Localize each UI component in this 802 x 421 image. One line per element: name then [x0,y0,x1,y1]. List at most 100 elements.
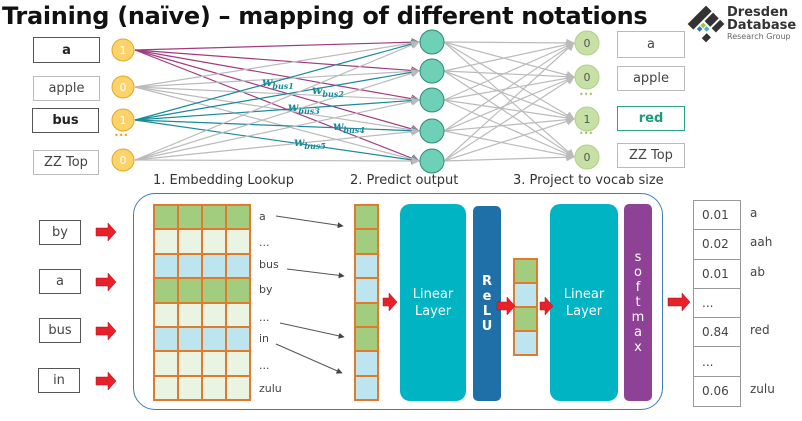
vector-cell [355,302,378,327]
vector-cell [355,253,378,279]
probability-cell: ... [694,347,740,377]
step-label: 2. Predict output [350,173,459,188]
output-word-box-target: red [617,106,685,131]
vocab-word: aah [750,235,773,250]
matrix-cell [178,375,202,400]
input-node-value: 0 [120,154,127,167]
flow-arrow-icon [95,321,117,341]
hidden-output-edge [443,76,575,132]
layer-letter: m [631,310,645,325]
matrix-cell [226,326,250,352]
output-node-value: 0 [584,37,591,50]
vector-cell [514,283,537,307]
matrix-cell [178,253,202,279]
matrix-cell [226,229,250,254]
input-hidden-edge [134,68,420,121]
embedding-label: ... [259,359,270,372]
matrix-cell [202,205,226,230]
matrix-cell [178,229,202,254]
input-word-box: apple [33,76,100,101]
step-label: 3. Project to vocab size [513,173,664,188]
output-node [574,64,600,90]
flow-arrow-icon [496,296,516,316]
lookup-arrow [279,322,345,339]
matrix-cell [226,351,250,376]
output-ellipsis: ••• [579,129,594,138]
hidden-node [419,148,445,174]
flow-arrow-icon [539,296,554,316]
input-hidden-edge [134,49,420,103]
vocab-word: zulu [750,381,775,396]
hidden-output-edge [443,70,575,81]
layer-label: Layer [565,303,603,319]
vector-cell [355,326,378,352]
context-word-box: a [39,269,81,294]
input-hidden-edge [134,41,420,161]
probability-cell: ... [694,289,740,319]
matrix-cell [178,351,202,376]
layer-letter: L [482,303,492,319]
input-hidden-edge [134,127,420,161]
embedding-label: ... [259,311,270,324]
vector-cell [514,259,537,283]
logo-icon [687,5,725,43]
hidden-output-edge [443,42,575,162]
input-node-value: 1 [120,114,127,127]
layer-letter: t [635,295,641,310]
embedding-matrix [153,204,251,401]
flow-arrow-icon [95,272,117,292]
flow-arrow-icon [95,371,117,391]
probability-cell: 0.01 [694,201,740,231]
input-node-value: 0 [120,81,127,94]
hidden-output-edge [443,41,575,80]
output-word-box: apple [617,66,685,91]
input-hidden-edge [134,119,420,135]
vocab-word: ab [750,264,765,279]
input-node [111,108,135,132]
logo-text: Database [727,18,797,33]
input-hidden-edge [134,49,420,163]
layer-letter: f [635,280,641,295]
flow-arrow-icon [382,292,398,312]
input-hidden-edge [134,119,420,165]
lookup-arrow [286,268,345,279]
vector-cell [514,331,537,355]
model-frame [133,193,663,410]
hidden-node [419,118,445,144]
matrix-cell [226,302,250,327]
matrix-cell [226,375,250,400]
probability-cell: 0.01 [694,260,740,289]
hidden-output-edge [443,42,575,101]
vector-cell [355,375,378,400]
hidden-output-edge [443,41,575,120]
input-hidden-edge [134,38,420,51]
vector-cell [355,351,378,376]
matrix-cell [226,253,250,279]
input-node [111,75,135,99]
probability-cell: 0.84 [694,318,740,348]
context-word-box: in [38,368,80,393]
matrix-cell [202,253,226,279]
layer-letter: s [634,250,642,265]
input-word-box: a [33,37,100,63]
input-word-box: bus [32,108,99,133]
hidden-vector [513,258,538,356]
hidden-output-edge [443,41,575,158]
output-word-box: a [617,31,685,58]
matrix-cell [202,278,226,303]
logo-subtext: Research Group [727,32,791,41]
matrix-cell [154,326,178,352]
vector-cell [355,278,378,303]
vocab-word: a [750,206,758,220]
probability-cell: 0.02 [694,230,740,260]
matrix-cell [202,375,226,400]
hidden-node [419,87,445,113]
lookup-arrow [275,215,344,229]
page-title: Training (naïve) – mapping of different … [2,2,648,30]
matrix-cell [202,229,226,254]
vector-cell [514,307,537,331]
